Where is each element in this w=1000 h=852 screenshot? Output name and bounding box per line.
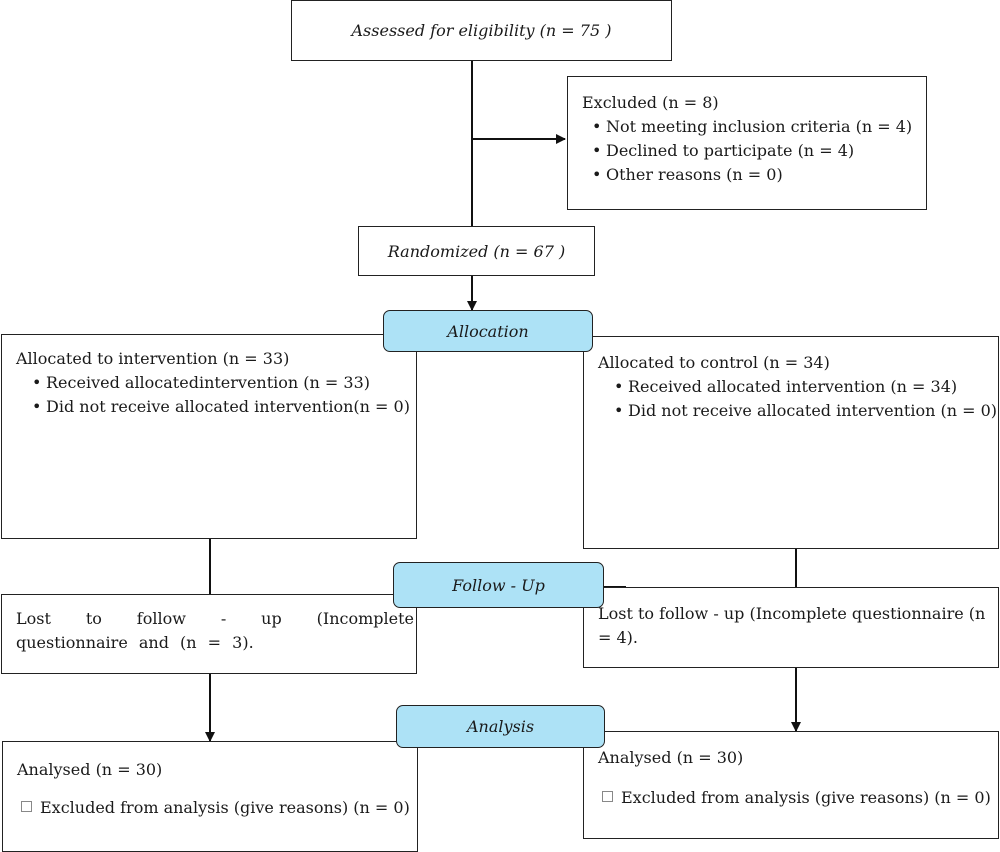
excluded-box: Excluded (n = 8) Not meeting inclusion c… [567,76,927,210]
control-analysed-title: Analysed (n = 30) [598,748,744,767]
followup-stage-text: Follow - Up [452,575,545,595]
control-analysed-box: Analysed (n = 30) Excluded from analysis… [583,731,999,839]
control-allocated-title: Allocated to control (n = 34) [598,353,830,372]
intervention-analysed-box: Analysed (n = 30) Excluded from analysis… [2,741,418,852]
control-allocated-item: Did not receive allocated intervention (… [614,399,998,423]
assessed-box: Assessed for eligibility (n = 75 ) [291,0,672,61]
intervention-allocated-title: Allocated to intervention (n = 33) [16,349,290,368]
intervention-allocated-item: Did not receive allocated intervention(n… [32,395,416,419]
analysis-stage-label: Analysis [396,705,605,748]
intervention-allocated-box: Allocated to intervention (n = 33) Recei… [1,334,417,539]
randomized-label: Randomized (n = 67 ) [387,241,566,261]
intervention-analysed-title: Analysed (n = 30) [17,760,163,779]
checkbox-icon [21,801,32,812]
control-allocated-box: Allocated to control (n = 34) Received a… [583,336,999,549]
followup-stage-label: Follow - Up [393,562,604,608]
control-analysed-excluded-row: Excluded from analysis (give reasons) (n… [598,786,998,810]
excluded-reason: Declined to participate (n = 4) [592,139,926,163]
control-lost-box: Lost to follow - up (Incomplete question… [583,587,999,668]
assessed-label: Assessed for eligibility (n = 75 ) [351,21,612,40]
intervention-lost-text: Lost to follow - up (Incomplete question… [16,609,414,652]
intervention-lost-box: Lost to follow - up (Incomplete question… [1,594,417,674]
allocation-stage-label: Allocation [383,310,593,352]
intervention-allocated-item: Received allocatedintervention (n = 33) [32,371,416,395]
intervention-analysed-excluded: Excluded from analysis (give reasons) (n… [40,798,410,817]
excluded-reason: Not meeting inclusion criteria (n = 4) [592,115,926,139]
control-analysed-excluded: Excluded from analysis (give reasons) (n… [621,788,991,807]
excluded-title: Excluded (n = 8) [582,93,719,112]
analysis-stage-text: Analysis [466,717,535,736]
intervention-analysed-excluded-row: Excluded from analysis (give reasons) (n… [17,796,417,820]
allocation-stage-text: Allocation [447,321,529,341]
checkbox-icon [602,791,613,802]
control-allocated-item: Received allocated intervention (n = 34) [614,375,998,399]
excluded-reason: Other reasons (n = 0) [592,163,926,187]
control-lost-text: Lost to follow - up (Incomplete question… [598,604,986,647]
randomized-box: Randomized (n = 67 ) [358,226,595,276]
